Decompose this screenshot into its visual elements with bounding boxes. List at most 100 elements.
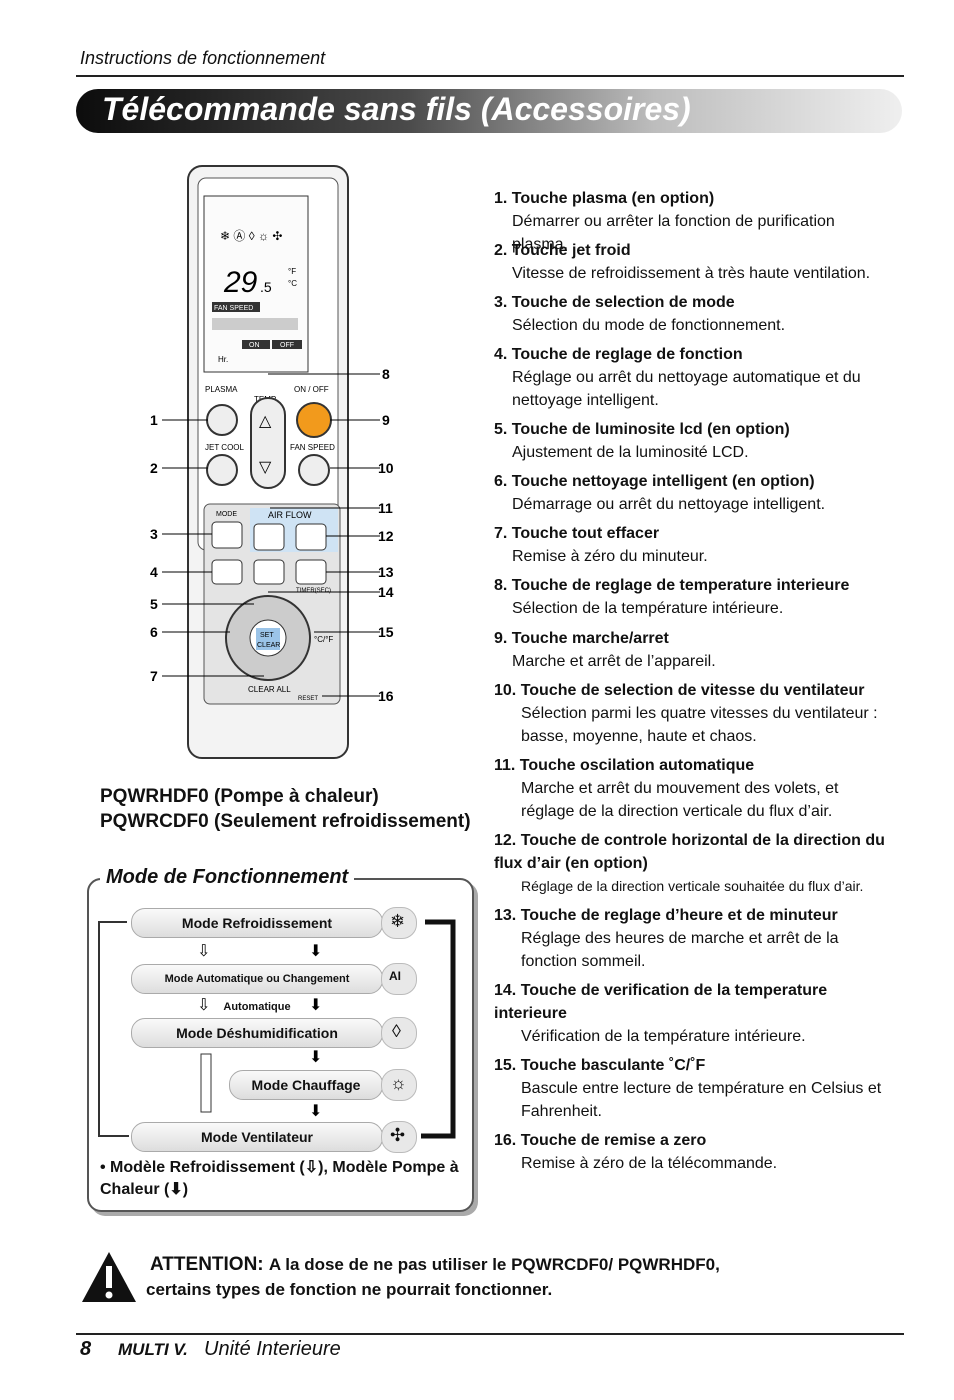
item-desc: Réglage des heures de marche et arrêt de… (521, 930, 839, 970)
svg-text:⬇: ⬇ (309, 1047, 322, 1066)
item-desc: Marche et arrêt de l’appareil. (512, 653, 716, 670)
item-title: 1. Touche plasma (en option) (494, 190, 715, 207)
item-desc: Démarrer ou arrêter la fonction de purif… (512, 213, 835, 253)
item-title: 2. Touche jet froid (494, 242, 631, 259)
droplet-icon: ◊ (381, 1017, 417, 1049)
fanspeed-label: FAN SPEED (290, 443, 335, 452)
item-desc: Vérification de la température intérieur… (521, 1028, 806, 1045)
list-item: 5. Touche de luminosite lcd (en option) A… (494, 418, 894, 464)
callout-13: 13 (378, 564, 394, 580)
display-unit-f: °F (288, 267, 296, 276)
svg-text:❄ Ⓐ ◊ ☼ ✣: ❄ Ⓐ ◊ ☼ ✣ (220, 229, 282, 243)
item-title: 10. Touche de selection de vitesse du ve… (494, 682, 865, 699)
display-temp: 29 (223, 266, 258, 299)
mode-cooling: Mode Refroidissement (131, 908, 383, 938)
display-hr: Hr. (218, 355, 228, 364)
item-desc: Vitesse de refroidissement à très haute … (512, 265, 871, 282)
callout-1: 1 (150, 412, 158, 428)
timer-label: TIMER(SEC) (296, 588, 331, 594)
attention-line1: ATTENTION: A la dose de ne pas utiliser … (150, 1254, 720, 1276)
warning-icon (82, 1252, 136, 1302)
model-heat-pump: PQWRHDF0 (Pompe à chaleur) (100, 786, 379, 807)
svg-text:△: △ (259, 413, 272, 430)
onoff-label: ON / OFF (294, 385, 329, 394)
callout-8: 8 (382, 366, 390, 382)
attention-text1: A la dose de ne pas utiliser le PQWRCDF0… (268, 1255, 720, 1274)
item-desc: Bascule entre lecture de température en … (521, 1080, 882, 1120)
model-cooling-only: PQWRCDF0 (Seulement refroidissement) (100, 811, 471, 832)
item-desc: Sélection parmi les quatre vitesses du v… (521, 705, 878, 745)
top-rule (76, 75, 904, 77)
callout-11: 11 (378, 500, 393, 516)
mode-box: Mode Refroidissement ❄ Mode Automatique … (87, 878, 474, 1212)
mode-auto: Mode Automatique ou Changement Automatiq… (131, 964, 383, 1013)
airflow-label: AIR FLOW (268, 510, 312, 520)
display-on: ON (249, 342, 260, 349)
list-item: 10. Touche de selection de vitesse du ve… (494, 679, 894, 748)
callout-12: 12 (378, 528, 394, 544)
callout-4: 4 (150, 564, 158, 580)
item-desc: Démarrage ou arrêt du nettoyage intellig… (512, 496, 826, 513)
section-header: Instructions de fonctionnement (80, 48, 326, 68)
ai-icon: AI (381, 963, 417, 995)
callout-15: 15 (378, 624, 394, 640)
item-title: 8. Touche de reglage de temperature inte… (494, 577, 850, 594)
title-banner: Télécommande sans fils (Accessoires) (76, 89, 902, 133)
page-title: Télécommande sans fils (Accessoires) (102, 91, 691, 127)
item-desc: Ajustement de la luminosité LCD. (512, 444, 749, 461)
callout-9: 9 (382, 412, 390, 428)
item-title: 3. Touche de selection de mode (494, 294, 735, 311)
item-desc: Réglage ou arrêt du nettoyage automatiqu… (512, 369, 861, 409)
item-title: 5. Touche de luminosite lcd (en option) (494, 421, 790, 438)
callout-3: 3 (150, 526, 158, 542)
brand-logo: MULTI V. (118, 1340, 188, 1359)
item-title: 15. Touche basculante ˚C/˚F (494, 1057, 706, 1074)
item-title: 4. Touche de reglage de fonction (494, 346, 743, 363)
display-fan-speed: FAN SPEED (214, 305, 253, 312)
item-desc: Remise à zéro du minuteur. (512, 548, 708, 565)
display-decimal: .5 (260, 279, 272, 295)
item-title: 6. Touche nettoyage intelligent (en opti… (494, 473, 815, 490)
item-desc: Sélection du mode de fonctionnement. (512, 317, 786, 334)
page-number: 8 (80, 1338, 92, 1360)
item-title: 11. Touche oscilation automatique (494, 757, 755, 774)
callout-2: 2 (150, 460, 158, 476)
item-title: 9. Touche marche/arret (494, 630, 669, 647)
callout-6: 6 (150, 624, 158, 640)
item-title: 16. Touche de remise a zero (494, 1132, 707, 1149)
list-item: 8. Touche de reglage de temperature inte… (494, 574, 894, 620)
callout-5: 5 (150, 596, 158, 612)
snowflake-icon: ❄ (381, 907, 417, 939)
callout-10: 10 (378, 460, 394, 476)
svg-text:▽: ▽ (259, 459, 272, 476)
mode-dehumidify: Mode Déshumidification (131, 1018, 383, 1048)
attention-label: ATTENTION: (150, 1254, 264, 1275)
bottom-rule (76, 1333, 904, 1335)
item-desc: Sélection de la température intérieure. (512, 600, 784, 617)
set-label: SET (260, 632, 274, 639)
sun-icon: ☼ (381, 1069, 417, 1101)
display-off: OFF (280, 342, 294, 349)
callout-16: 16 (378, 688, 394, 704)
mode-heating: Mode Chauffage (229, 1070, 383, 1100)
display-unit-c: °C (288, 279, 297, 288)
item-title: 13. Touche de reglage d’heure et de minu… (494, 907, 838, 924)
reset-label: RESET (298, 696, 318, 702)
attention-line2: certains types de fonction ne pourrait f… (146, 1280, 553, 1299)
mode-label: MODE (216, 511, 237, 518)
list-item: 15. Touche basculante ˚C/˚F Bascule entre… (494, 1054, 894, 1123)
clear-label: CLEAR (257, 642, 280, 649)
item-desc: Remise à zéro de la télécommande. (521, 1155, 778, 1172)
list-item: 12. Touche de controle horizontal de la … (494, 829, 894, 898)
svg-text:⬇: ⬇ (309, 1101, 322, 1120)
list-item: 1. Touche plasma (en option) Démarrer ou … (494, 187, 894, 256)
fan-icon: ✣ (381, 1121, 417, 1153)
footer-unit: Unité Interieure (204, 1338, 341, 1360)
item-title: 7. Touche tout effacer (494, 525, 660, 542)
item-desc: Marche et arrêt du mouvement des volets,… (521, 780, 839, 820)
